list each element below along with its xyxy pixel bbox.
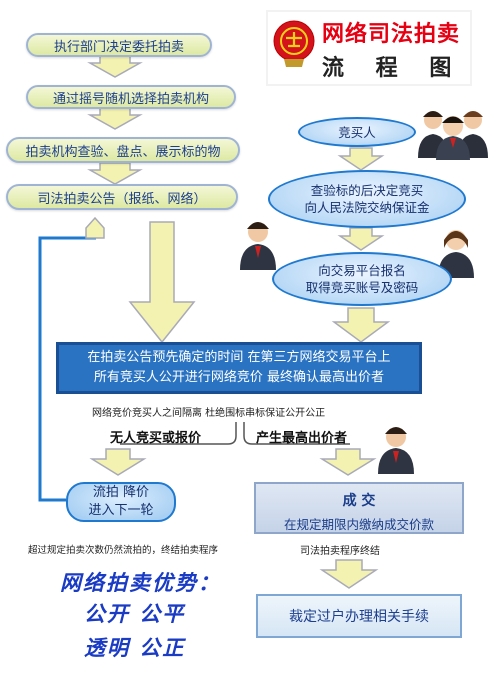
- branch-no-bidder: 无人竞买或报价: [110, 431, 202, 446]
- page-subtitle: 流 程 图: [322, 55, 464, 81]
- register-node: 向交易平台报名 取得竞买账号及密码: [272, 252, 452, 306]
- deal-box: 成 交 在规定期限内缴纳成交价款: [254, 482, 464, 534]
- failed-line-2: 进入下一轮: [88, 503, 154, 518]
- auction-failed-node: 流拍 降价 进入下一轮: [66, 482, 176, 522]
- arrow-down-icon: [128, 221, 196, 344]
- arrow-down-icon: [89, 448, 147, 476]
- person-icon: [376, 424, 416, 474]
- advantages-row-1: 公开 公平: [84, 602, 186, 626]
- register-node-label: 向交易平台报名 取得竞买账号及密码: [305, 263, 419, 295]
- arrow-down-icon: [87, 162, 143, 185]
- bidding-line-1: 在拍卖公告预先确定的时间 在第三方网络交易平台上: [87, 350, 391, 365]
- deposit-node-label: 查验标的后决定竞买 向人民法院交纳保证金: [304, 183, 430, 215]
- deal-title: 成 交: [342, 493, 376, 509]
- arrow-up-icon: [85, 216, 105, 239]
- page-title: 网络司法拍卖: [322, 21, 461, 47]
- arrow-down-icon: [337, 227, 385, 251]
- court-emblem-icon: [270, 14, 318, 74]
- bidding-line-2: 所有竞买人公开进行网络竞价 最终确认最高出价者: [93, 370, 385, 385]
- branch-highest-bidder: 产生最高出价者: [256, 431, 348, 446]
- transfer-procedure-box: 裁定过户办理相关手续: [256, 594, 462, 638]
- end-of-procedure-note: 司法拍卖程序终结: [300, 546, 380, 557]
- bidder-node: 竞买人: [298, 117, 416, 147]
- isolation-note: 网络竞价竞买人之间隔离 杜绝围标串标保证公开公正: [92, 408, 326, 419]
- arrow-down-icon: [319, 559, 379, 589]
- branch-connector: [120, 422, 350, 445]
- arrow-down-icon: [337, 147, 385, 171]
- loop-back-connector: [38, 236, 96, 502]
- deal-subtitle: 在规定期限内缴纳成交价款: [283, 517, 434, 532]
- arrow-down-icon: [87, 55, 143, 78]
- online-bidding-box: 在拍卖公告预先确定的时间 在第三方网络交易平台上 所有竞买人公开进行网络竞价 最…: [56, 342, 422, 394]
- failed-termination-note: 超过规定拍卖次数仍然流拍的，终结拍卖程序: [28, 545, 219, 556]
- deposit-node: 查验标的后决定竞买 向人民法院交纳保证金: [268, 170, 466, 228]
- arrow-down-icon: [87, 107, 143, 130]
- arrow-down-icon: [319, 448, 377, 476]
- person-icon: [238, 218, 278, 270]
- arrow-down-icon: [331, 307, 391, 343]
- advantages-title: 网络拍卖优势：: [60, 571, 221, 595]
- step-entrust-auction: 执行部门决定委托拍卖: [26, 33, 212, 57]
- people-group-icon: [416, 108, 492, 160]
- step-select-auction-house: 通过摇号随机选择拍卖机构: [26, 85, 236, 109]
- failed-line-1: 流拍 降价: [92, 485, 150, 500]
- advantages-row-2: 透明 公正: [84, 636, 186, 660]
- step-inspect-items: 拍卖机构查验、盘点、展示标的物: [6, 137, 240, 163]
- step-auction-announcement: 司法拍卖公告（报纸、网络）: [6, 184, 238, 210]
